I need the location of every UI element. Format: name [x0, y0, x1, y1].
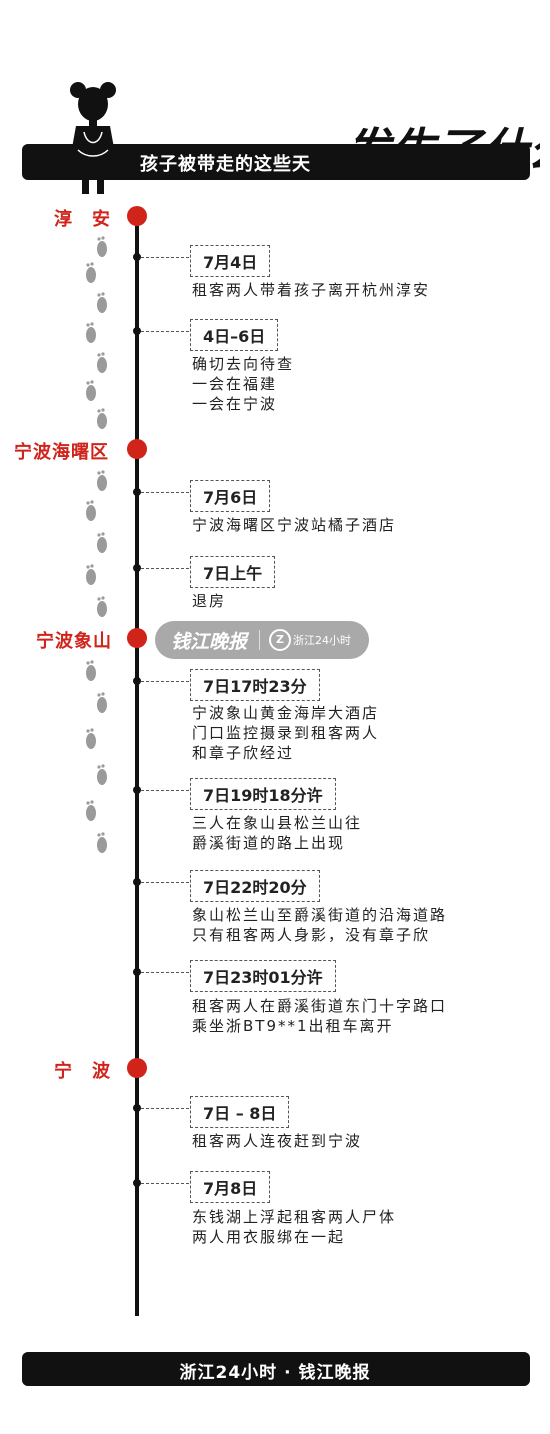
place-label-xiangshan: 宁波象山: [36, 631, 112, 652]
place-label-ningbo: 宁 波: [54, 1061, 111, 1082]
event-description: 宁波海曙区宁波站橘子酒店: [192, 516, 397, 534]
footprint-icon: [86, 564, 96, 585]
event-description: 租客两人连夜赶到宁波: [192, 1132, 363, 1150]
footprint-icon: [97, 470, 107, 491]
footprint-icon: [86, 380, 96, 401]
place-dot-xiangshan: [127, 628, 147, 648]
event-date: 4日–6日: [190, 319, 279, 351]
place-label-haishu: 宁波海曙区: [14, 442, 109, 463]
place-dot-haishu: [127, 439, 147, 459]
event-dot: [133, 968, 141, 976]
footprint-icon: [86, 322, 96, 343]
brush-title-what-happened: 发生了什么: [344, 123, 540, 177]
event-dot: [133, 1179, 141, 1187]
event-connector: [141, 1183, 189, 1184]
event-dot: [133, 878, 141, 886]
footprint-icon: [86, 500, 96, 521]
footprint-icon: [86, 800, 96, 821]
timeline-line: [135, 216, 139, 1316]
footprint-icon: [86, 728, 96, 749]
event-dot: [133, 1104, 141, 1112]
footprint-icon: [97, 832, 107, 853]
zhejiang24-logo-icon: Z: [269, 629, 291, 651]
event-date: 7日22时20分: [190, 870, 320, 902]
footprint-icon: [97, 764, 107, 785]
footprint-icon: [97, 352, 107, 373]
event-connector: [141, 568, 189, 569]
event-description: 确切去向待查 一会在福建 一会在宁波: [192, 355, 295, 413]
footer-credit: 浙江24小时 · 钱江晚报: [179, 1363, 371, 1383]
event-connector: [141, 257, 189, 258]
footprint-icon: [97, 596, 107, 617]
footprint-icon: [86, 660, 96, 681]
footer-bar: [22, 1352, 530, 1386]
event-date: 7日19时18分许: [190, 778, 336, 810]
event-connector: [141, 1108, 189, 1109]
footprint-icon: [97, 236, 107, 257]
event-connector: [141, 790, 189, 791]
place-dot-ningbo: [127, 1058, 147, 1078]
event-description: 租客两人带着孩子离开杭州淳安: [192, 281, 431, 299]
event-date: 7日17时23分: [190, 669, 320, 701]
place-label-chunan: 淳 安: [54, 209, 111, 230]
event-description: 东钱湖上浮起租客两人尸体 两人用衣服绑在一起: [192, 1208, 397, 1246]
place-dot-chunan: [127, 206, 147, 226]
watermark-badge: 钱江晚报 Z 浙江24小时: [155, 621, 369, 659]
footprint-icon: [86, 262, 96, 283]
event-description: 宁波象山黄金海岸大酒店 门口监控摄录到租客两人 和章子欣经过: [192, 704, 380, 762]
event-dot: [133, 253, 141, 261]
footprint-icon: [97, 532, 107, 553]
footprint-icon: [97, 408, 107, 429]
svg-text:发生了什么: 发生了什么: [344, 123, 540, 177]
event-connector: [141, 331, 189, 332]
event-date: 7月4日: [190, 245, 271, 277]
event-connector: [141, 882, 189, 883]
event-description: 象山松兰山至爵溪街道的沿海道路 只有租客两人身影，没有章子欣: [192, 906, 448, 944]
event-date: 7日上午: [190, 556, 276, 588]
event-dot: [133, 677, 141, 685]
event-description: 租客两人在爵溪街道东门十字路口 乘坐浙BT9**1出租车离开: [192, 997, 448, 1035]
event-connector: [141, 681, 189, 682]
event-date: 7日 – 8日: [190, 1096, 290, 1128]
watermark-divider: [259, 630, 260, 650]
event-dot: [133, 786, 141, 794]
event-dot: [133, 327, 141, 335]
event-date: 7月8日: [190, 1171, 271, 1203]
event-date: 7月6日: [190, 480, 271, 512]
event-description: 三人在象山县松兰山往 爵溪街道的路上出现: [192, 814, 363, 852]
event-description: 退房: [192, 592, 227, 610]
footprint-icon: [97, 692, 107, 713]
event-connector: [141, 492, 189, 493]
page-title: 孩子被带走的这些天: [140, 154, 311, 175]
watermark-text: 浙江24小时: [293, 634, 351, 647]
footprint-icon: [97, 292, 107, 313]
event-dot: [133, 564, 141, 572]
event-connector: [141, 972, 189, 973]
girl-icon: [68, 82, 118, 194]
event-dot: [133, 488, 141, 496]
watermark-logo: 钱江晚报: [171, 631, 248, 653]
event-date: 7日23时01分许: [190, 960, 336, 992]
